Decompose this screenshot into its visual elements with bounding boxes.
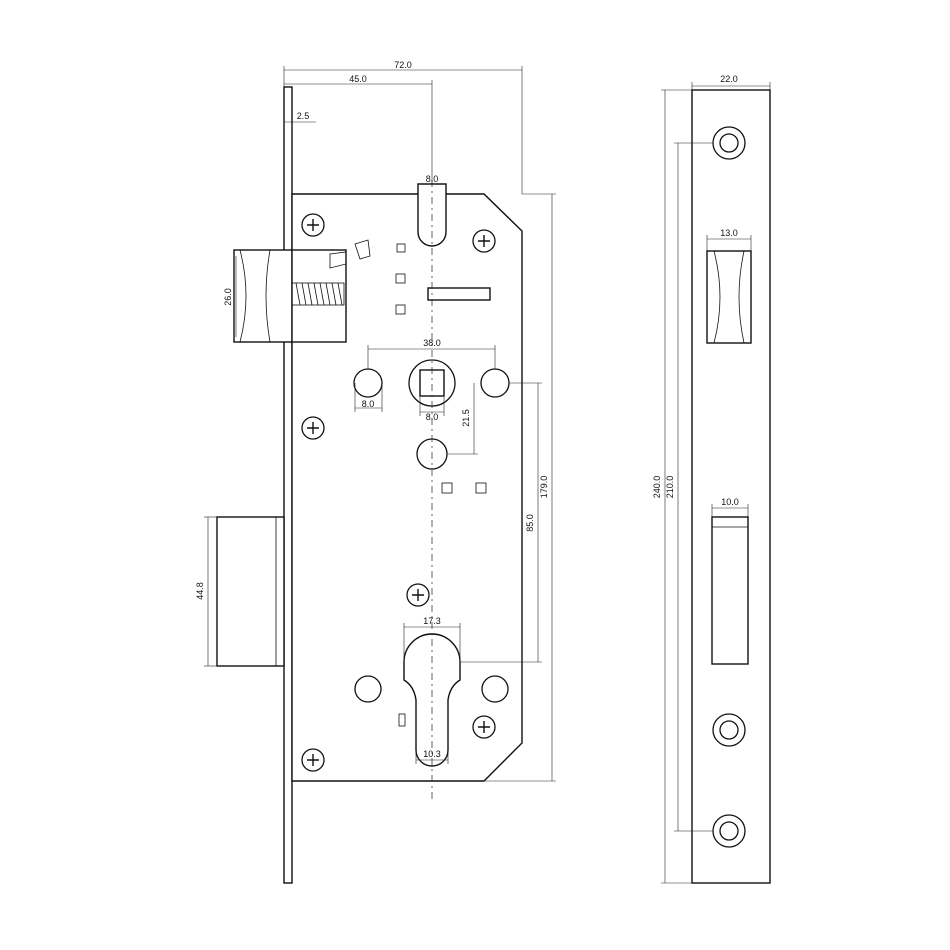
deadbolt	[216, 516, 285, 667]
square-pin-2	[395, 273, 406, 284]
dim-latch-height: 26.0	[223, 288, 233, 306]
screw-front-6	[301, 748, 325, 772]
cylinder-hole-left	[354, 675, 382, 703]
screw-front-5	[472, 715, 496, 739]
dim-follower-lever: 21.5	[461, 409, 471, 427]
dim-follower-square: 8.0	[426, 412, 439, 422]
slider-bar	[427, 287, 491, 301]
dim-centre-distance: 85.0	[525, 514, 535, 532]
catch-part	[354, 239, 371, 260]
fixing-hole-bottom	[712, 814, 746, 848]
square-pin-5	[475, 482, 487, 494]
latch-bolt	[233, 249, 347, 343]
dim-deadbolt-height: 44.8	[195, 582, 205, 600]
dim-cylinder-bottom: 10.3	[423, 749, 441, 759]
dim-case-height: 179.0	[539, 476, 549, 499]
fixing-hole-middle	[712, 713, 746, 747]
dim-handle-spacing: 38.0	[423, 338, 441, 348]
faceplate-edge	[283, 86, 293, 884]
cylinder-cutout	[403, 633, 461, 767]
faceplate	[691, 89, 771, 884]
handle-hole-right	[480, 368, 510, 398]
square-pin-4	[441, 482, 453, 494]
dim-faceplate-thickness: 2.5	[297, 111, 310, 121]
fixing-hole-top	[712, 126, 746, 160]
dim-cylinder-top: 17.3	[423, 616, 441, 626]
dim-faceplate-width: 22.0	[720, 74, 738, 84]
screw-front-3	[301, 416, 325, 440]
dim-overall-width: 72.0	[394, 60, 412, 70]
front-dimensions: 72.0 45.0 2.5 8.0 26.0 38.0 8.0 8.0 21.5	[195, 60, 556, 782]
side-view	[691, 89, 771, 884]
dim-faceplate-length: 240.0	[652, 476, 662, 499]
latch-opening	[706, 250, 752, 344]
dim-backset: 45.0	[349, 74, 367, 84]
latch-lever-part	[329, 251, 347, 269]
screw-front-4	[406, 583, 430, 607]
cylinder-hole-right	[481, 675, 509, 703]
screw-front-1	[301, 213, 325, 237]
screw-front-2	[472, 229, 496, 253]
case-chamfer-top	[483, 193, 523, 232]
dim-fixing-spacing: 210.0	[665, 476, 675, 499]
dim-hole-left: 8.0	[362, 399, 375, 409]
small-slot	[398, 713, 406, 727]
latch-spring	[291, 282, 345, 306]
square-pin-1	[396, 243, 406, 253]
square-pin-3	[395, 304, 406, 315]
bolt-opening	[711, 516, 749, 665]
dim-latch-opening: 13.0	[720, 228, 738, 238]
dim-slot-width: 8.0	[426, 174, 439, 184]
side-dimensions: 22.0 240.0 210.0 13.0 10.0	[652, 74, 771, 884]
dim-bolt-opening: 10.0	[721, 497, 739, 507]
handle-hole-left	[353, 368, 383, 398]
front-view	[216, 86, 523, 884]
